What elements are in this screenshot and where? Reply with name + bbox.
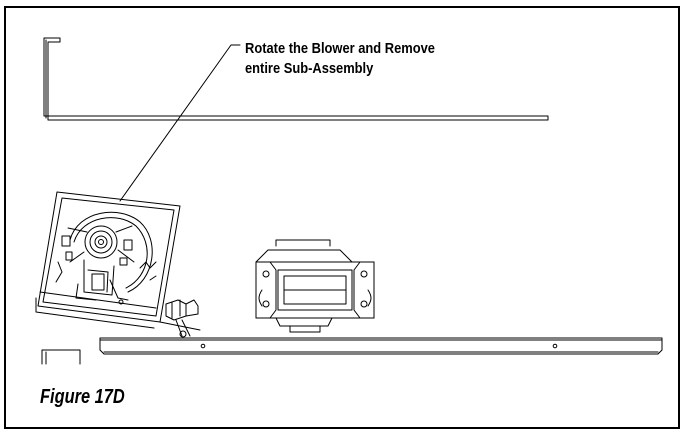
figure-caption: Figure 17D	[40, 386, 125, 408]
mounting-bracket	[255, 239, 375, 333]
left-end-stub	[41, 349, 81, 365]
blower-sub-assembly	[35, 191, 201, 338]
callout-line-2: entire Sub-Assembly	[245, 60, 374, 77]
base-rail	[99, 337, 663, 355]
top-rod	[43, 37, 549, 121]
callout-label: Rotate the Blower and Remove entire Sub-…	[245, 39, 435, 79]
callout-line-1: Rotate the Blower and Remove	[245, 40, 435, 57]
figure-frame	[4, 6, 680, 429]
callout-leader	[119, 44, 241, 202]
